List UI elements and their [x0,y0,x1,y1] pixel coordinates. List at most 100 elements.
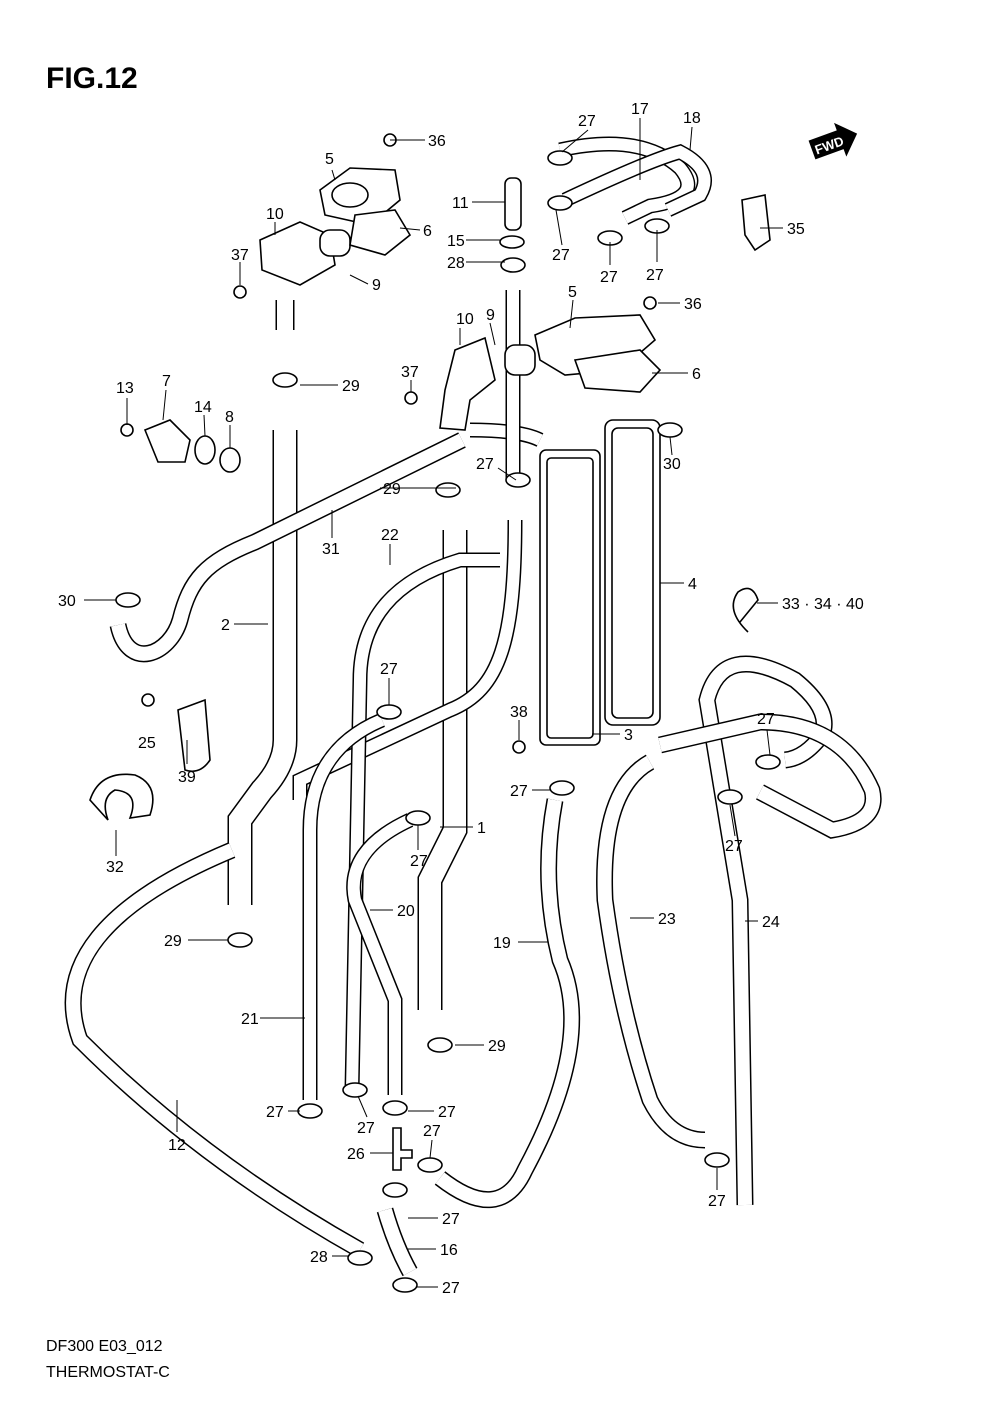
callout: 13 [116,380,134,425]
part-number-label: 25 [138,735,156,752]
hose-body [346,554,500,1091]
leader-line [766,729,771,756]
callout: 27 [561,113,596,153]
thermostat-housing-10 [259,221,336,286]
leader-line [357,1095,368,1118]
part-number-label: 27 [552,247,570,264]
o-ring-14 [194,435,216,465]
clip-35 [741,194,771,252]
hose-clamp-icon [405,810,431,826]
leader-line [203,414,206,437]
part-number-label: 27 [442,1280,460,1297]
hose-body [658,714,881,838]
part-number-label: 30 [58,593,76,610]
leader-line [429,1139,433,1159]
fitting-11 [504,177,522,231]
callout: 19 [493,935,548,952]
part-number-label: 27 [600,269,618,286]
callout: 23 [630,911,676,928]
part-number-label: 39 [178,769,196,786]
hose-clamp-icon [547,150,573,166]
callout: 21 [241,1011,305,1028]
hose-clamp-icon [115,592,141,608]
part-number-label: 4 [688,576,697,593]
callout: 32 [106,830,124,876]
cover-inner [546,457,594,739]
callout: 18 [683,110,701,151]
hose-body [347,814,413,1095]
callout: 35 [760,221,805,238]
part-number-label: 13 [116,380,134,397]
hose-body [294,519,521,800]
part-number-label: 27 [578,113,596,130]
part-number-label: 1 [477,820,486,837]
callout: 7 [162,373,171,421]
part-number-label: 18 [683,110,701,127]
hose-body [597,755,706,1147]
part-number-label: 9 [372,277,381,294]
part-number-label: 26 [347,1146,365,1163]
leader-line [331,169,336,181]
callout: 6 [652,366,701,383]
callout: 27 [646,230,664,284]
part-number-label: 31 [322,541,340,558]
hose-clamp-icon [272,372,298,388]
part-number-label: 38 [510,704,528,721]
hose-clamp-icon [376,704,402,720]
part-number-label: 27 [476,456,494,473]
callout: 27 [417,1280,460,1297]
clamp-32 [89,773,154,821]
part-number-label: 37 [401,364,419,381]
hook-33 [732,587,759,633]
callout: 29 [455,1038,506,1055]
fwd-arrow-badge: FWD [808,122,858,160]
callout: 10 [266,206,284,235]
callout: 33 · 34 · 40 [757,596,864,613]
part-number-label: 17 [631,101,649,118]
callout: 26 [347,1146,393,1163]
part-number-label: 24 [762,914,780,931]
hose-body [419,530,466,1010]
callout: 9 [349,274,381,294]
part-number-label: 23 [658,911,676,928]
callout: 27 [510,783,550,800]
callout: 27 [357,1095,375,1137]
seal-15 [499,235,525,249]
part-number-label: 32 [106,859,124,876]
part-number-label: 36 [428,133,446,150]
callout: 27 [408,1104,456,1121]
sensor-cover-7 [143,419,191,463]
hose-clamp-icon [417,1157,443,1173]
callout: 27 [708,1168,726,1210]
hose-clamp-icon [227,932,253,948]
callout: 27 [266,1104,300,1121]
part-number-label: 27 [708,1193,726,1210]
gasket-inner [611,427,654,719]
callout: 28 [310,1249,348,1266]
hose-body [66,843,364,1257]
bolt-icon [512,740,526,754]
bolt-icon [404,391,418,405]
bolt-icon [141,693,155,707]
part-number-label: 27 [510,783,528,800]
bolt-icon [120,423,134,437]
part-number-label: 27 [357,1120,375,1137]
callout: 2 [221,617,268,634]
callout: 1 [440,820,486,837]
callout: 27 [552,209,570,264]
part-number-label: 5 [325,151,334,168]
callout: 36 [390,133,446,150]
hose-body [229,430,296,905]
hose-body [304,714,385,1100]
leader-line [689,126,693,151]
leader-line [349,274,369,285]
callout: 16 [408,1242,458,1259]
callout: 27 [600,242,618,286]
callout: 39 [178,740,196,786]
part-number-label: 29 [164,933,182,950]
callout: 12 [168,1100,186,1154]
part-number-label: 3 [624,727,633,744]
callout: 30 [663,436,681,473]
part-number-label: 27 [725,838,743,855]
